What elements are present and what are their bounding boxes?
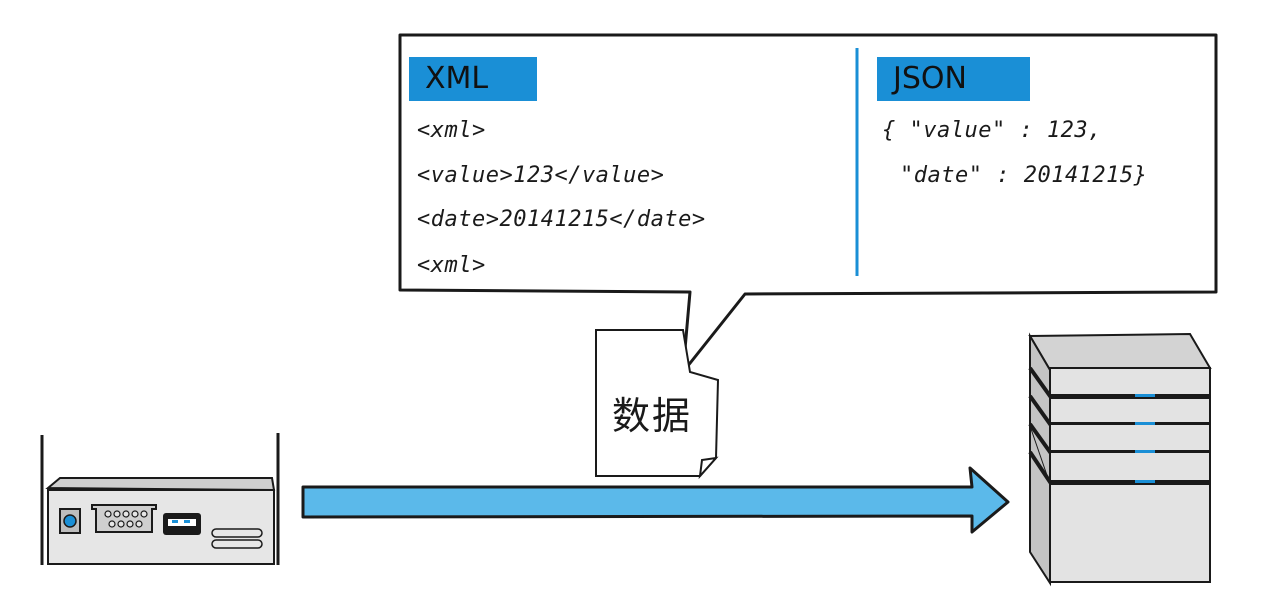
server-rack-icon bbox=[1028, 332, 1212, 587]
router-device-icon bbox=[40, 433, 280, 565]
xml-line-4: <xml> bbox=[417, 253, 486, 278]
speech-bubble bbox=[398, 33, 1218, 374]
xml-line-3: <date>20141215</date> bbox=[417, 207, 706, 232]
json-line-1: { "value" : 123, bbox=[882, 118, 1102, 143]
xml-heading: XML bbox=[409, 57, 537, 101]
document-icon bbox=[595, 329, 720, 480]
transfer-arrow bbox=[301, 466, 1010, 534]
json-heading: JSON bbox=[877, 57, 1030, 101]
json-line-2: "date" : 20141215} bbox=[900, 163, 1148, 188]
document-label: 数据 bbox=[612, 394, 693, 438]
xml-line-2: <value>123</value> bbox=[417, 163, 665, 188]
xml-line-1: <xml> bbox=[417, 118, 486, 143]
